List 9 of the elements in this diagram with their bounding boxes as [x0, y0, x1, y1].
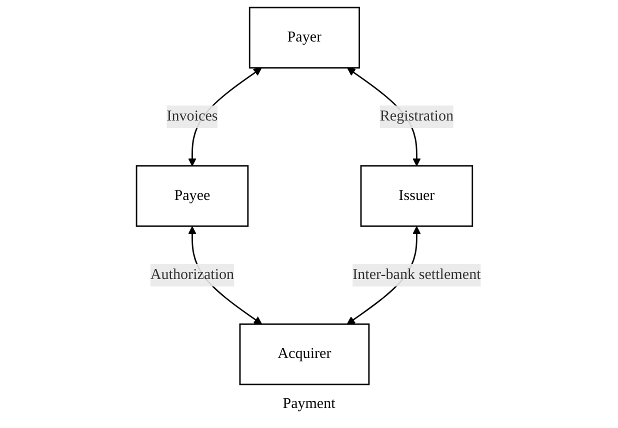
edge-label: Invoices — [167, 108, 218, 124]
caption-text: Payment — [282, 396, 336, 412]
node-box: Payee — [136, 165, 249, 227]
node-box: Payer — [249, 6, 360, 69]
node-box: Issuer — [360, 165, 474, 227]
edge-label: Inter-bank settlement — [352, 266, 482, 283]
edge-label: Registration — [380, 108, 454, 124]
edge-label: Authorization — [150, 266, 234, 283]
node-box: Acquirer — [240, 323, 370, 386]
